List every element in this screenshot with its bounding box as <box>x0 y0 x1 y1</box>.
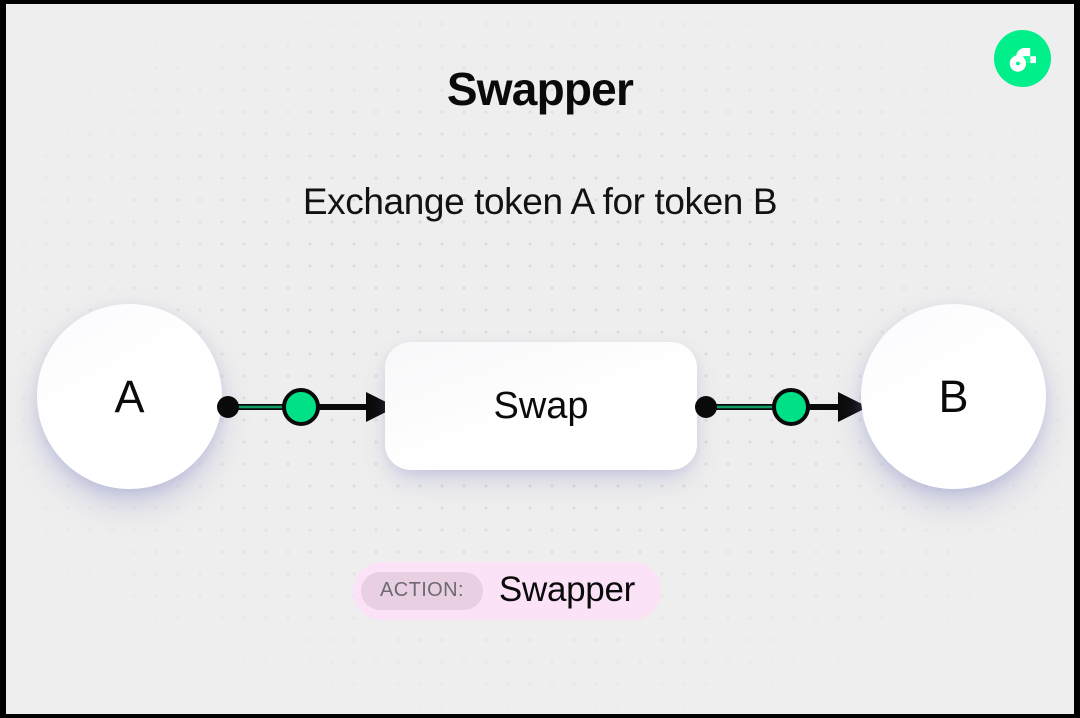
page-subtitle: Exchange token A for token B <box>302 181 778 222</box>
swap-process-label: Swap <box>493 384 589 427</box>
token-node-b[interactable]: B <box>861 304 1046 489</box>
connector-swap-to-b[interactable] <box>686 386 868 428</box>
token-node-b-label: B <box>938 370 969 422</box>
arrow-right-icon <box>366 392 396 422</box>
page-title: Swapper <box>446 63 634 115</box>
action-badge-value: Swapper <box>498 569 635 609</box>
action-badge-label: ACTION: <box>361 572 483 610</box>
token-node-a-label: A <box>114 370 145 422</box>
token-node-a[interactable]: A <box>37 304 222 489</box>
flow-logo-icon <box>994 30 1051 87</box>
swap-process-node[interactable]: Swap <box>385 342 697 470</box>
action-badge: ACTION: Swapper <box>353 562 661 620</box>
diagram-card: Swapper Exchange token A for token B A S… <box>6 4 1074 714</box>
arrow-right-icon <box>838 392 868 422</box>
flow-diagram: A Swap B <box>6 304 1074 519</box>
connector-a-to-swap[interactable] <box>206 386 396 428</box>
